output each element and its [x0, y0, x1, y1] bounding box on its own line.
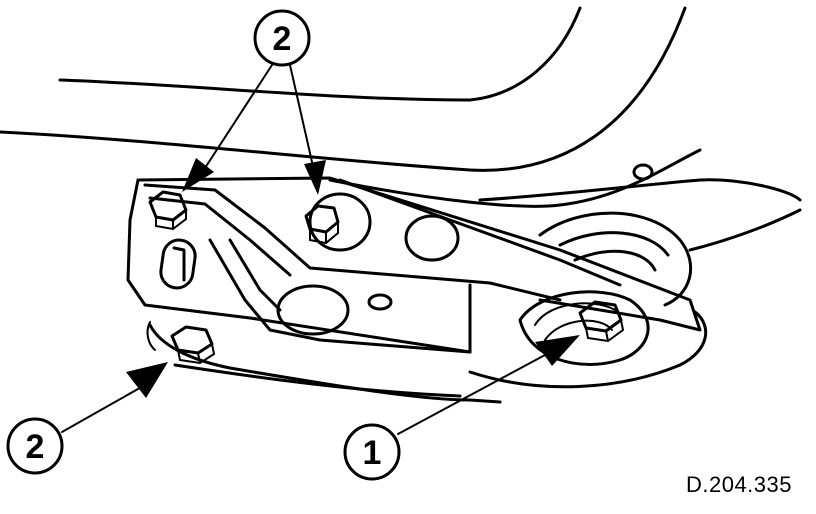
callout-top: 2 — [253, 9, 311, 67]
arrowhead-upper-left — [182, 158, 214, 192]
arrowhead-right — [535, 335, 580, 366]
callout-right: 1 — [343, 423, 401, 481]
callout-right-label: 1 — [363, 434, 382, 472]
callout-leaders — [61, 64, 580, 435]
large-hole-upper — [404, 214, 460, 262]
bracket-plate — [126, 176, 702, 404]
bolt-lower-left — [170, 325, 216, 365]
arrowhead-lower-left — [126, 362, 168, 398]
small-hole — [367, 293, 393, 311]
rubber-mount — [468, 211, 708, 389]
bracket-holes — [159, 192, 460, 336]
body-contours — [0, 6, 802, 252]
callout-left: 2 — [6, 417, 64, 475]
callout-left-label: 2 — [26, 428, 45, 466]
slot-hole — [159, 238, 197, 290]
bolt-right — [578, 300, 625, 343]
body-hole — [632, 163, 654, 181]
bolt-upper-mid — [304, 204, 340, 245]
reference-code: D.204.335 — [686, 472, 792, 497]
large-hole — [276, 284, 350, 336]
bolt-upper-left — [148, 190, 188, 231]
callout-top-label: 2 — [273, 20, 292, 58]
arrowhead-upper-mid — [304, 160, 326, 195]
bolt-recess — [308, 192, 372, 252]
